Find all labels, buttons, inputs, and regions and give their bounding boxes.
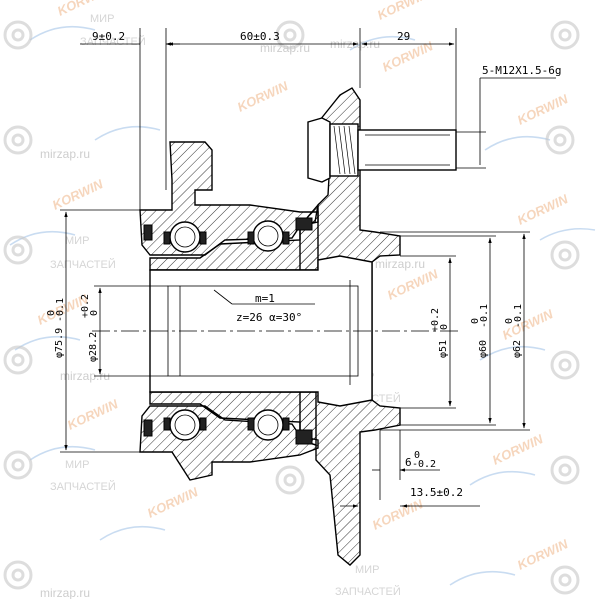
svg-text:0: 0 [470,318,481,324]
svg-text:-0.1: -0.1 [513,304,524,328]
hub-body-upper [149,203,319,271]
svg-text:KORWIN: KORWIN [235,78,291,115]
svg-text:mirzap.ru: mirzap.ru [40,586,90,599]
svg-text:-0.2: -0.2 [412,459,436,470]
spline-module: m=1 [255,292,275,305]
svg-text:-0.1: -0.1 [55,298,66,322]
seals [143,217,313,445]
svg-text:KORWIN: KORWIN [65,396,121,433]
watermark-swooshes [9,25,596,586]
svg-text:0: 0 [46,310,57,316]
dimension-texts: 9±0.2 60±0.3 29 5-M12X1.5-6g m=1 z=26 α=… [46,30,561,499]
svg-text:KORWIN: KORWIN [370,496,426,533]
svg-text:МИР: МИР [355,564,379,576]
spline-teeth: z=26 α=30° [236,311,302,324]
dim-6: 6 [405,456,412,469]
svg-text:KORWIN: KORWIN [490,431,546,468]
svg-text:МИР: МИР [90,13,114,25]
svg-text:mirzap.ru: mirzap.ru [375,257,425,271]
dim-dia-51: φ51 [438,340,449,358]
ball-lower-right [252,409,284,441]
dim-60: 60±0.3 [240,30,280,43]
dim-13-5: 13.5±0.2 [410,486,463,499]
svg-text:KORWIN: KORWIN [375,0,431,23]
dim-29: 29 [397,30,410,43]
dim-9: 9±0.2 [92,30,125,43]
svg-text:mirzap.ru: mirzap.ru [40,147,90,161]
svg-text:KORWIN: KORWIN [515,191,571,228]
svg-text:МИР: МИР [65,459,89,471]
svg-text:KORWIN: KORWIN [385,266,441,303]
ball-lower-left [169,409,201,441]
svg-text:mirzap.ru: mirzap.ru [60,369,110,383]
svg-text:МИР: МИР [65,235,89,247]
svg-text:KORWIN: KORWIN [380,38,436,75]
svg-text:+0.2: +0.2 [80,294,91,318]
svg-text:KORWIN: KORWIN [515,91,571,128]
dim-dia-28-2: φ28.2 [88,332,99,362]
svg-text:0: 0 [439,324,450,330]
svg-text:0: 0 [89,310,100,316]
svg-text:KORWIN: KORWIN [50,176,106,213]
dim-bolt-thread: 5-M12X1.5-6g [482,64,561,77]
svg-text:ЗАПЧАСТЕЙ: ЗАПЧАСТЕЙ [50,258,116,271]
dim-dia-60: φ60 [478,340,489,358]
svg-text:0: 0 [414,450,420,461]
svg-text:ЗАПЧАСТЕЙ: ЗАПЧАСТЕЙ [335,585,401,598]
ball-upper-right [252,220,284,252]
dimension-lines [60,28,556,512]
wheel-stud [307,117,457,183]
ball-upper-left [169,221,201,253]
svg-text:0: 0 [504,318,515,324]
watermark-gear-icons [3,20,580,595]
svg-text:KORWIN: KORWIN [145,484,201,521]
hub-body-lower [149,391,317,446]
svg-text:ЗАПЧАСТЕЙ: ЗАПЧАСТЕЙ [80,35,146,48]
dim-dia-75-9: φ75.9 [54,328,65,358]
svg-text:ЗАПЧАСТЕЙ: ЗАПЧАСТЕЙ [50,480,116,493]
dim-dia-62: φ62 [512,340,523,358]
hub-cross-section [92,87,460,566]
svg-text:-0.1: -0.1 [479,304,490,328]
svg-text:+0.2: +0.2 [430,308,441,332]
